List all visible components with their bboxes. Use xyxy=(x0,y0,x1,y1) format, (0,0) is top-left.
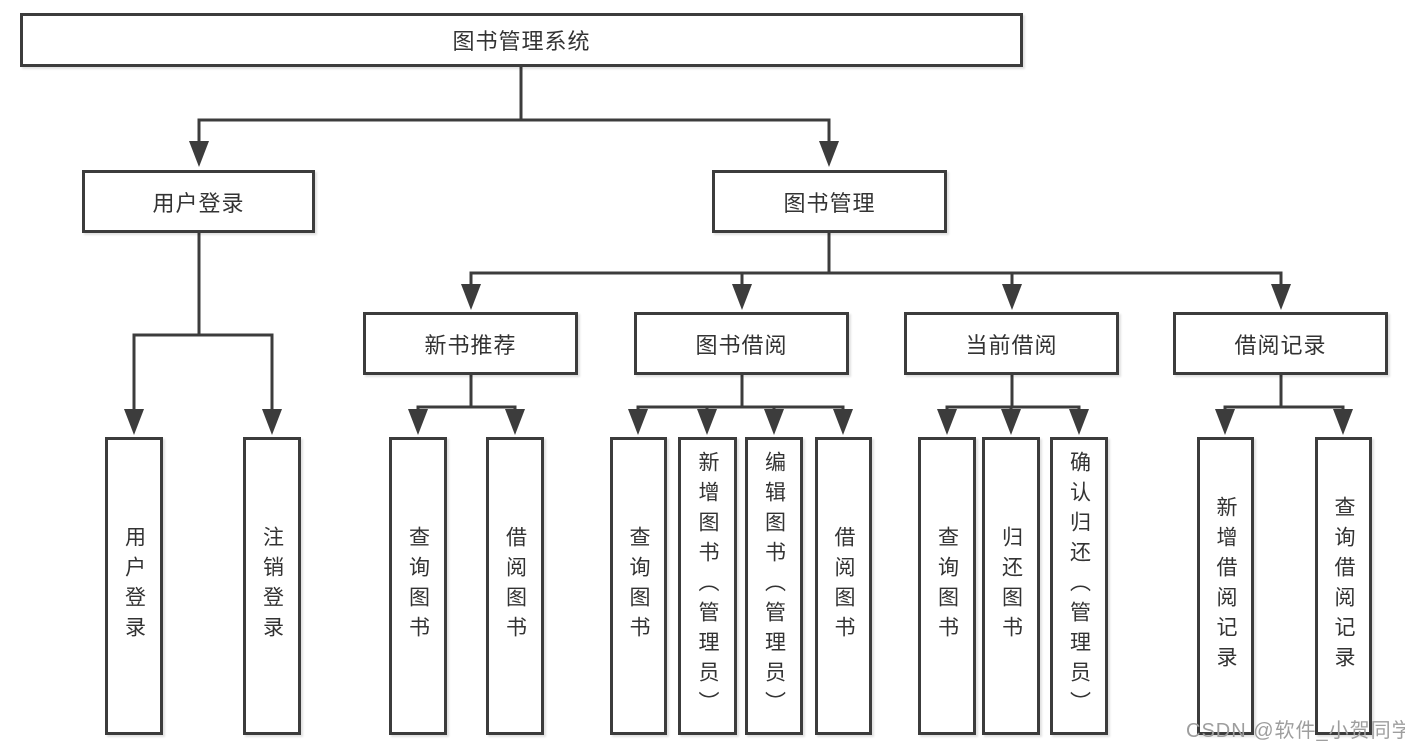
leaf-borrow-books: 借阅图书 xyxy=(815,437,872,735)
node-user-login-label: 用户登录 xyxy=(152,190,245,216)
leaf-user-login-label: 用户登录 xyxy=(122,526,146,646)
arrowhead-icons xyxy=(124,141,1353,435)
leaf-query-borrow-record: 查询借阅记录 xyxy=(1315,437,1372,735)
leaf-return-books-label: 归还图书 xyxy=(999,526,1023,646)
node-book-management-label: 图书管理 xyxy=(783,190,876,216)
node-current-borrow-label: 当前借阅 xyxy=(965,332,1058,358)
leaf-add-borrow-record-label: 新增借阅记录 xyxy=(1214,496,1237,676)
leaf-confirm-return-admin: 确认归还（管理员） xyxy=(1050,437,1108,735)
leaf-confirm-return-admin-label: 确认归还（管理员） xyxy=(1067,451,1091,721)
leaf-return-books: 归还图书 xyxy=(982,437,1040,735)
leaf-edit-books-admin-label: 编辑图书（管理员） xyxy=(762,451,786,721)
leaf-add-borrow-record: 新增借阅记录 xyxy=(1197,437,1254,735)
node-root-system-label: 图书管理系统 xyxy=(452,29,591,54)
leaf-user-login: 用户登录 xyxy=(105,437,163,735)
node-borrow-records: 借阅记录 xyxy=(1173,312,1388,375)
leaf-current-query-books-label: 查询图书 xyxy=(935,526,959,646)
node-book-management: 图书管理 xyxy=(712,170,947,233)
csdn-watermark: CSDN @软件_小贺同学 xyxy=(1186,720,1405,742)
node-book-borrow-label: 图书借阅 xyxy=(695,332,788,358)
node-new-book-recommend-label: 新书推荐 xyxy=(424,332,517,358)
node-root-system: 图书管理系统 xyxy=(20,13,1023,67)
leaf-logout: 注销登录 xyxy=(243,437,301,735)
node-user-login: 用户登录 xyxy=(82,170,315,233)
leaf-query-borrow-record-label: 查询借阅记录 xyxy=(1332,496,1355,676)
leaf-logout-label: 注销登录 xyxy=(260,526,284,646)
node-borrow-records-label: 借阅记录 xyxy=(1234,332,1327,358)
leaf-current-query-books: 查询图书 xyxy=(918,437,976,735)
leaf-borrow-query-books: 查询图书 xyxy=(610,437,667,735)
leaf-recommend-borrow-books: 借阅图书 xyxy=(486,437,544,735)
node-book-borrow: 图书借阅 xyxy=(634,312,849,375)
node-new-book-recommend: 新书推荐 xyxy=(363,312,578,375)
leaf-add-books-admin-label: 新增图书（管理员） xyxy=(696,451,719,721)
leaf-edit-books-admin: 编辑图书（管理员） xyxy=(745,437,803,735)
node-current-borrow: 当前借阅 xyxy=(904,312,1119,375)
leaf-recommend-borrow-books-label: 借阅图书 xyxy=(503,526,527,646)
leaf-recommend-query-books-label: 查询图书 xyxy=(406,526,430,646)
leaf-borrow-books-label: 借阅图书 xyxy=(832,526,855,646)
leaf-borrow-query-books-label: 查询图书 xyxy=(627,526,650,646)
leaf-recommend-query-books: 查询图书 xyxy=(389,437,447,735)
leaf-add-books-admin: 新增图书（管理员） xyxy=(678,437,737,735)
